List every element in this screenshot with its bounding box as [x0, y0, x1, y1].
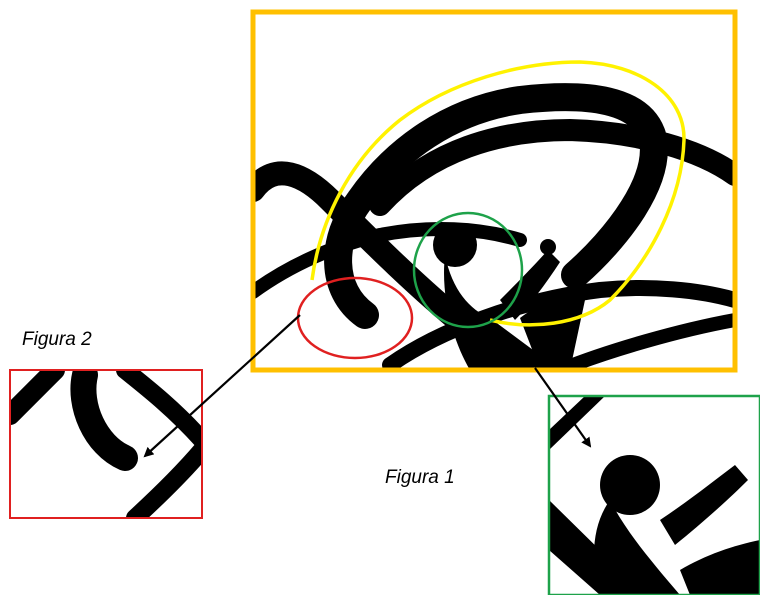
central-figure — [433, 223, 585, 370]
stroke-lower-right — [553, 313, 735, 370]
zoom-red-hook — [70, 370, 138, 471]
zoom-detail-red — [10, 370, 202, 518]
arrow-to-figura-1 — [534, 367, 592, 448]
caption-figura-2: Figura 2 — [22, 329, 92, 350]
stroke-lower-diagonal — [382, 280, 735, 370]
main-drawing — [253, 12, 735, 370]
caption-figura-1: Figura 1 — [385, 467, 455, 488]
arrow-to-figura-2 — [143, 314, 301, 458]
stroke-diagonal-thin — [253, 221, 527, 299]
yellow-outline — [310, 60, 686, 327]
zoom-frame-green — [547, 394, 760, 595]
zoom-red-diagonal-a — [10, 370, 65, 425]
main-image-frame — [250, 9, 738, 373]
zoom-green-diagonal-top — [549, 396, 605, 450]
zoom-red-diagonal-b — [116, 370, 202, 449]
stroke-big-arch — [324, 83, 668, 329]
zoom-detail-green — [549, 396, 760, 595]
zoom-red-diagonal-c — [126, 441, 202, 518]
stroke-inner-arch — [369, 119, 735, 216]
zoom-frame-red — [9, 369, 203, 519]
green-highlight-ellipse — [412, 211, 524, 329]
